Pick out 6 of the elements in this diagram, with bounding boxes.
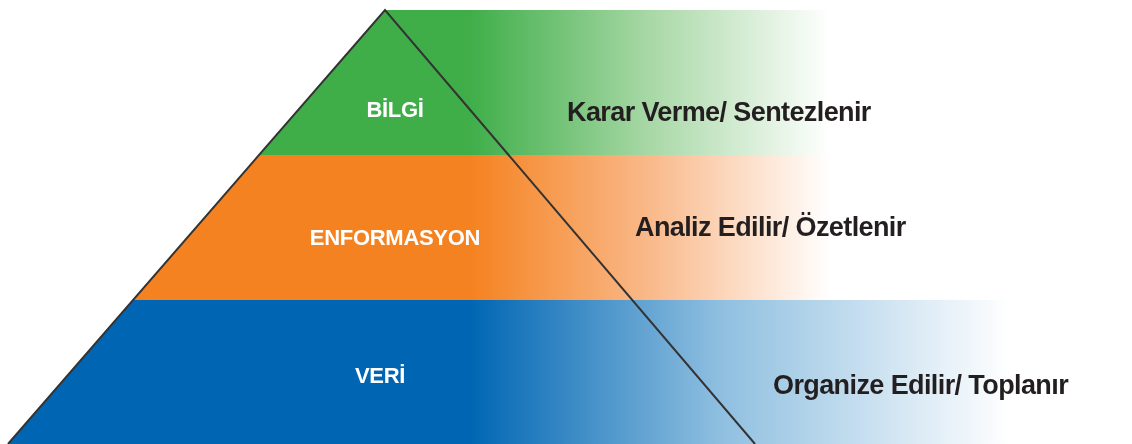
level-title: ENFORMASYON bbox=[309, 225, 481, 251]
process-label: Karar Verme/ Sentezlenir bbox=[567, 96, 871, 128]
process-label: Analiz Edilir/ Özetlenir bbox=[635, 211, 906, 243]
level-title: VERİ bbox=[354, 363, 406, 389]
process-label: Organize Edilir/ Toplanır bbox=[773, 369, 1069, 401]
level-title: BİLGİ bbox=[366, 97, 424, 123]
